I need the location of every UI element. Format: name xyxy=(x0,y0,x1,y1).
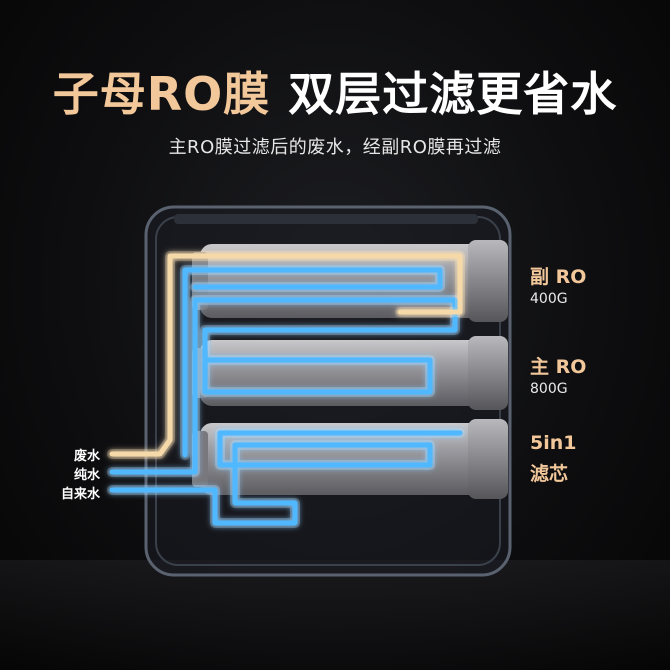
waste-water-pipe xyxy=(107,251,465,459)
headline: 子母RO膜双层过滤更省水 xyxy=(0,58,670,124)
filter-main-ro-spec: 800G xyxy=(530,381,568,397)
subtitle: 主RO膜过滤后的废水，经副RO膜再过滤 xyxy=(168,137,502,158)
filter-5in1-name: 5in1 xyxy=(530,432,577,454)
label-tap-water: 自来水 xyxy=(60,487,100,502)
label-waste-water: 废水 xyxy=(73,449,100,464)
headline-main: 双层过滤更省水 xyxy=(288,67,618,121)
headline-highlight: 子母RO膜 xyxy=(52,67,271,121)
filter-secondary-ro-name: 副 RO xyxy=(530,266,587,288)
filter-5in1-spec: 滤芯 xyxy=(530,463,569,485)
filter-main-ro-name: 主 RO xyxy=(530,356,587,378)
label-pure-water: 纯水 xyxy=(73,468,100,483)
tap-water-pipe xyxy=(107,428,465,528)
floor-reflection xyxy=(0,560,670,670)
cartridge-main-ro xyxy=(192,336,508,410)
filter-secondary-ro-spec: 400G xyxy=(530,291,568,307)
secondary-ro-loop xyxy=(180,265,445,460)
pure-water-pipe xyxy=(107,295,460,477)
